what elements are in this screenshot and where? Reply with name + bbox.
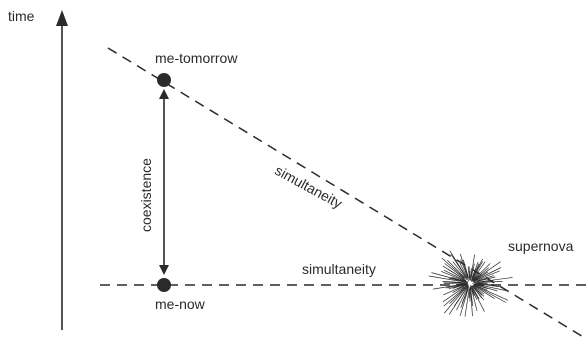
supernova-ray (456, 282, 468, 285)
supernova-ray (461, 286, 470, 304)
supernova-ray (472, 285, 483, 296)
supernova-ray (472, 274, 482, 281)
supernova-ray (441, 257, 465, 279)
supernova-ray (470, 261, 484, 281)
supernova-ray (452, 261, 467, 278)
supernova-ray (468, 288, 471, 299)
supernova-ray (474, 280, 494, 283)
supernova-ray (473, 285, 495, 299)
supernova-ray (473, 284, 507, 303)
supernova-ray (472, 270, 500, 283)
supernova-ray (451, 276, 468, 283)
supernova-ray (472, 258, 483, 278)
supernova-ray (471, 261, 479, 279)
supernova-ray (459, 289, 469, 316)
supernova-ray (460, 259, 469, 278)
supernova-ray (456, 286, 469, 311)
supernova-ray (471, 271, 480, 282)
supernova-ray (477, 283, 502, 288)
supernova-ray (442, 286, 466, 303)
supernova-ray (476, 285, 509, 301)
supernova-ray (459, 253, 469, 278)
supernova-ray (473, 278, 488, 283)
supernova-ray (472, 267, 502, 282)
me-tomorrow-label: me-tomorrow (155, 50, 238, 66)
time-axis-label: time (8, 8, 35, 24)
supernova-ray (474, 261, 501, 280)
time-axis-arrowhead (56, 10, 68, 26)
supernova-ray (468, 265, 471, 281)
supernova-ray (477, 275, 495, 282)
supernova-ray (477, 281, 503, 283)
supernova-ray (472, 284, 485, 295)
supernova-ray (447, 259, 468, 281)
coexistence-label: coexistence (138, 158, 154, 232)
supernova-ray (449, 287, 466, 304)
supernova-ray (440, 270, 469, 283)
supernova-ray (462, 259, 470, 280)
supernova-ray (473, 288, 482, 299)
supernova-ray (475, 284, 488, 290)
supernova-ray (470, 284, 475, 296)
supernova-burst-icon (428, 250, 513, 317)
supernova-ray (443, 283, 469, 296)
supernova-ray (470, 288, 478, 311)
supernova-ray (473, 283, 507, 291)
supernova-ray (472, 263, 491, 281)
supernova-ray (428, 275, 467, 283)
me-now-label: me-now (155, 296, 205, 312)
supernova-ray (449, 250, 470, 282)
supernova-ray (472, 261, 486, 281)
supernova-ray (469, 286, 473, 317)
supernova-ray (470, 263, 475, 278)
supernova-ray (464, 288, 470, 317)
me-tomorrow-dot (157, 73, 171, 87)
me-now-dot (157, 278, 171, 292)
supernova-ray (444, 263, 465, 279)
supernova-ray (442, 281, 464, 283)
simultaneity-line-diagonal (107, 47, 586, 339)
supernova-ray (459, 262, 468, 279)
supernova-ray (432, 283, 467, 290)
supernova-ray (470, 263, 480, 281)
supernova-ray (474, 283, 500, 286)
supernova-label: supernova (508, 238, 574, 254)
supernova-ray (467, 267, 470, 279)
supernova-ray (474, 271, 489, 281)
supernova-ray (471, 286, 485, 312)
supernova-ray (443, 269, 467, 282)
supernova-ray (442, 265, 465, 280)
simultaneity-label-horizontal: simultaneity (302, 261, 376, 277)
supernova-ray (431, 272, 468, 283)
supernova-ray (453, 285, 469, 307)
supernova-ray (452, 284, 464, 289)
supernova-ray (470, 254, 475, 281)
supernova-ray (443, 284, 469, 307)
supernova-ray (444, 284, 469, 314)
supernova-ray (452, 285, 465, 294)
